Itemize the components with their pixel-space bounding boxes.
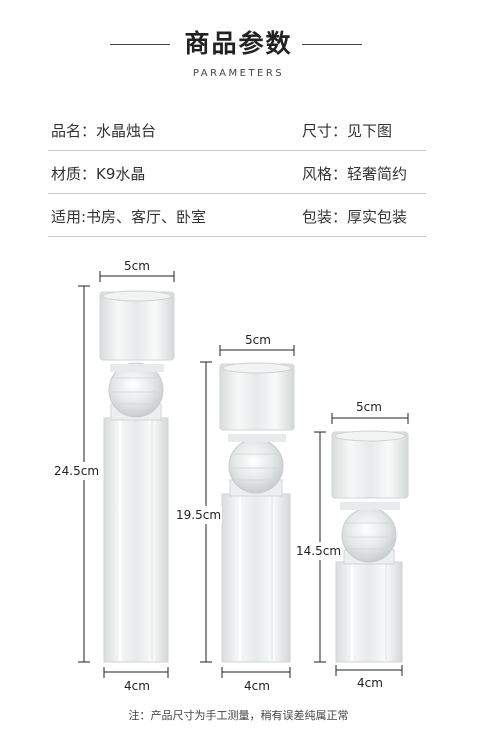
candle-holder-medium <box>219 362 295 663</box>
label-bg <box>52 462 96 480</box>
param-style: 风格：轻奢简约 <box>302 165 408 183</box>
p3-bottom-width: 4cm <box>357 676 383 690</box>
page-title: 商品参数 <box>184 29 293 58</box>
p2-height: 19.5cm <box>176 508 221 522</box>
param-size: 尺寸：见下图 <box>302 122 393 140</box>
p2-bottom-width: 4cm <box>244 679 270 693</box>
footer-note: 注：产品尺寸为手工测量，稍有误差纯属正常 <box>128 709 349 722</box>
param-name: 品名：水晶烛台 <box>51 122 157 140</box>
p3-top-width: 5cm <box>356 400 382 414</box>
candle-holder-small <box>331 430 409 663</box>
title-right-line <box>302 44 362 45</box>
param-packaging: 包装：厚实包装 <box>302 208 408 226</box>
label-bg <box>294 542 340 560</box>
page-subtitle: PARAMETERS <box>192 68 285 79</box>
param-usage: 适用:书房、客厅、卧室 <box>51 208 207 226</box>
p1-bottom-width: 4cm <box>124 679 150 693</box>
param-row-2: 材质：K9水晶 风格：轻奢简约 <box>48 153 426 194</box>
param-material: 材质：K9水晶 <box>51 165 146 183</box>
param-row-3: 适用:书房、客厅、卧室 包装：厚实包装 <box>48 196 426 237</box>
p1-height: 24.5cm <box>54 464 99 478</box>
label-bg <box>174 506 222 524</box>
title-left-line <box>110 44 170 45</box>
p3-height: 14.5cm <box>296 544 341 558</box>
p2-top-width: 5cm <box>245 333 271 347</box>
param-row-1: 品名：水晶烛台 尺寸：见下图 <box>48 110 426 151</box>
candle-holder-large <box>99 290 175 663</box>
p1-top-width: 5cm <box>124 259 150 273</box>
